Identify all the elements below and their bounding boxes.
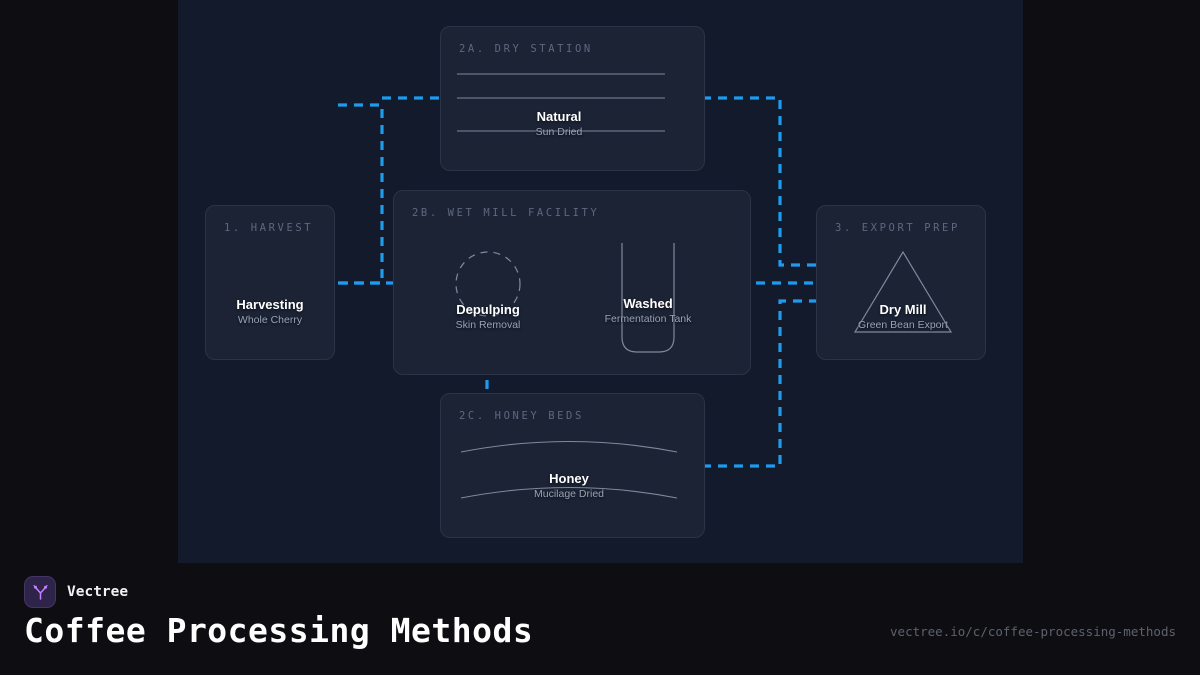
group-label-dry-station: 2A. DRY STATION	[459, 43, 593, 55]
footer-bar: Vectree Coffee Processing Methods vectre…	[0, 563, 1200, 675]
page-title: Coffee Processing Methods	[24, 611, 534, 650]
edge-natural-to-drymill	[638, 96, 826, 267]
group-harvest[interactable]: 1. HARVEST	[205, 205, 335, 360]
group-dry-station[interactable]: 2A. DRY STATION	[440, 26, 705, 171]
group-honey-beds[interactable]: 2C. HONEY BEDS	[440, 393, 705, 538]
group-label-harvest: 1. HARVEST	[224, 222, 314, 234]
page-url: vectree.io/c/coffee-processing-methods	[890, 624, 1176, 639]
group-wet-mill[interactable]: 2B. WET MILL FACILITY	[393, 190, 751, 375]
group-label-wet-mill: 2B. WET MILL FACILITY	[412, 207, 600, 219]
vectree-branch-logo-icon	[24, 576, 56, 608]
edge-honey-to-drymill	[638, 299, 826, 468]
diagram-canvas[interactable]: .ed { fill:none; stroke:#1d9bef; stroke-…	[178, 0, 1023, 563]
brand-block[interactable]: Vectree	[24, 576, 128, 608]
brand-name: Vectree	[67, 584, 129, 600]
group-label-export-prep: 3. EXPORT PREP	[835, 222, 960, 234]
group-label-honey-beds: 2C. HONEY BEDS	[459, 410, 584, 422]
edge-harvest-to-natural	[338, 103, 384, 285]
group-export-prep[interactable]: 3. EXPORT PREP	[816, 205, 986, 360]
